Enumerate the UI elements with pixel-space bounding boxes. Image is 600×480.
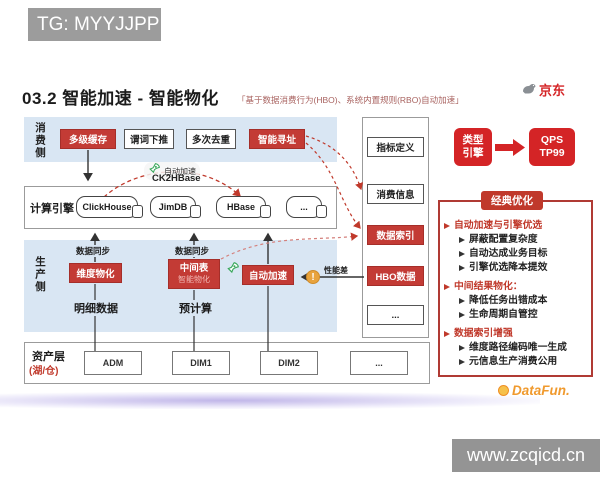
page-title: 03.2 智能加速 - 智能物化 (22, 89, 219, 108)
detail-data-label: 明细数据 (72, 300, 120, 316)
kpi-qps-tp99-box: QPS TP99 (529, 128, 575, 166)
arrow-bullet-icon (459, 298, 465, 304)
panel-item: 引擎优选降本提效 (459, 261, 590, 275)
engine-hbase: HBase (216, 196, 271, 218)
engine-more: ... (286, 196, 327, 218)
engine-clickhouse: ClickHouse (76, 196, 143, 218)
asset-box-more: ... (350, 351, 408, 375)
classic-optimization-body: 自动加速与引擎优选 屏蔽配置复杂度 自动达成业务目标 引擎优选降本提效 中间结果… (444, 214, 590, 369)
datafun-logo-text: DataFun. (512, 383, 570, 398)
precompute-label: 预计算 (177, 300, 214, 316)
auto-accel-note-text: 自动加速 (164, 166, 196, 176)
consumer-box-predicate-pushdown: 谓词下推 (124, 129, 174, 149)
asset-box-dim1: DIM1 (172, 351, 230, 375)
rc-box-metric-definition: 指标定义 (367, 137, 424, 157)
panel-section-title: 自动加速与引擎优选 (444, 219, 590, 233)
producer-box-dimension-materialize: 维度物化 (69, 263, 122, 283)
producer-side-label: 生产侧 (34, 256, 46, 294)
data-sync-label: 数据同步 (74, 245, 113, 257)
arrow-bullet-icon (459, 251, 465, 257)
asset-box-adm: ADM (84, 351, 142, 375)
panel-section-title: 数据索引增强 (444, 327, 590, 341)
asset-layer-sublabel: (湖/仓) (29, 366, 59, 377)
tg-watermark-badge: TG: MYYJJPP (28, 8, 161, 41)
arrow-bullet-icon (459, 265, 465, 271)
engine-row-label: 计算引擎 (30, 203, 74, 215)
rocket-icon (148, 162, 161, 180)
asset-layer-label: 资产层 (32, 351, 65, 363)
rocket-icon (226, 261, 240, 280)
engine-jimdb: JimDB (150, 196, 201, 218)
producer-box-mid-table: 中间表 智能物化 (168, 259, 220, 289)
consumer-box-multilevel-cache: 多级缓存 (60, 129, 116, 149)
panel-item: 降低任务出错成本 (459, 294, 590, 308)
sun-icon (498, 385, 509, 396)
mid-table-line2: 智能物化 (178, 274, 210, 284)
consumer-side-label: 消费侧 (34, 122, 46, 160)
kpi-type-line: 类型 (462, 133, 484, 146)
rc-box-hbo-data: HBO数据 (367, 266, 424, 286)
poor-performance-label: 性能差 (324, 266, 348, 275)
warning-exclamation-icon: ! (306, 270, 320, 284)
rc-box-data-index: 数据索引 (367, 225, 424, 245)
panel-item: 维度路径编码唯一生成 (459, 341, 590, 355)
kpi-arrow-icon (495, 139, 525, 161)
arrow-bullet-icon (459, 345, 465, 351)
arrow-bullet-icon (444, 284, 450, 290)
arrow-bullet-icon (459, 359, 465, 365)
jd-logo: 京东 (521, 80, 565, 99)
arrow-bullet-icon (444, 223, 450, 229)
site-watermark-badge: www.zcqicd.cn (452, 439, 600, 472)
panel-item: 屏蔽配置复杂度 (459, 233, 590, 247)
rc-box-more: ... (367, 305, 424, 325)
arrow-bullet-icon (459, 312, 465, 318)
rc-box-consumption-info: 消费信息 (367, 184, 424, 204)
panel-item: 元信息生产消费公用 (459, 355, 590, 369)
arrow-bullet-icon (459, 237, 465, 243)
jd-dog-mascot-icon (521, 81, 537, 99)
producer-box-auto-accel: 自动加速 (242, 265, 294, 285)
kpi-qps-line: QPS (540, 133, 564, 146)
mid-table-line1: 中间表 (179, 262, 209, 274)
classic-optimization-title: 经典优化 (481, 191, 543, 210)
arrow-bullet-icon (444, 331, 450, 337)
consumer-box-multi-dedup: 多次去重 (186, 129, 236, 149)
decorative-swoosh (0, 392, 540, 409)
panel-item: 自动达成业务目标 (459, 247, 590, 261)
asset-box-dim2: DIM2 (260, 351, 318, 375)
datafun-logo: DataFun. (498, 383, 570, 398)
kpi-engine-line: 引擎 (462, 147, 484, 159)
consumer-box-smart-addressing: 智能寻址 (249, 129, 305, 149)
page-subtitle: 「基于数据消费行为(HBO)、系统内置规则(RBO)自动加速」 (237, 95, 464, 105)
ck2hbase-label: CK2HBase (152, 173, 201, 184)
panel-item: 生命周期自管控 (459, 308, 590, 322)
data-sync-label: 数据同步 (173, 245, 212, 257)
kpi-type-engine-box: 类型 引擎 (454, 128, 492, 166)
kpi-tp99-line: TP99 (539, 147, 565, 159)
panel-section-title: 中间结果物化： (444, 280, 590, 294)
jd-brand-text: 京东 (539, 83, 566, 98)
